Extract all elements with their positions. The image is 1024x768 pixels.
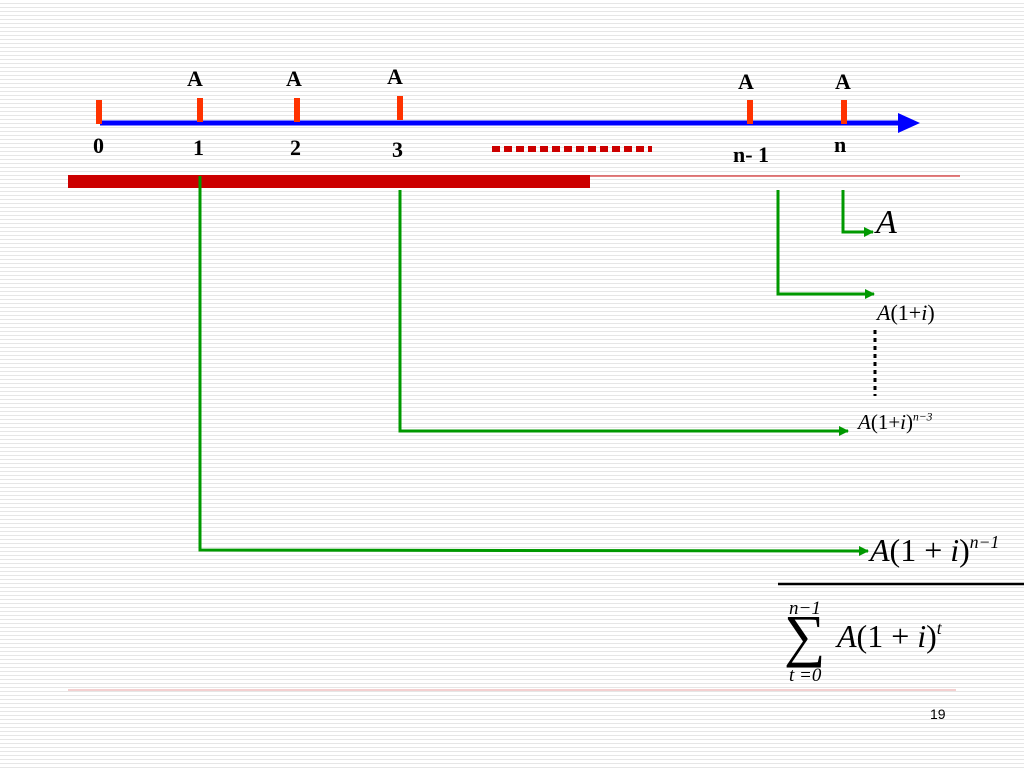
sum-term-rate: i — [917, 618, 927, 654]
time-axis — [100, 113, 920, 133]
flow-value-n-1-base: A — [877, 300, 891, 325]
payment-label-period-n: A — [835, 69, 851, 94]
sum-term-base: A — [837, 618, 857, 654]
period-label-n: n — [834, 132, 847, 157]
sum-lower-limit: t =0 — [789, 665, 822, 686]
flow-value-n-1-close: ) — [927, 300, 935, 325]
sum-term-close: ) — [926, 618, 937, 654]
flow-arrow-3 — [398, 190, 849, 436]
tick-period-n — [841, 100, 847, 124]
flow-value-1-base: A — [870, 532, 890, 568]
flow-value-n-base: A — [876, 204, 897, 241]
page-number: 19 — [930, 706, 946, 722]
sum-term-factor: (1 + — [856, 618, 918, 654]
flow-value-1-rate: i — [950, 532, 960, 568]
payment-label-period-3: A — [387, 64, 403, 89]
flow-value-3-close: ) — [906, 410, 914, 434]
red-bar — [68, 175, 590, 188]
flow-value-1-factor: (1 + — [889, 532, 951, 568]
payment-label-period-n-1: A — [738, 69, 754, 94]
flow-value-n: A — [876, 204, 897, 242]
flow-value-3-rate: i — [900, 410, 907, 434]
flow-value-1-close: ) — [959, 532, 970, 568]
flow-value-1-exponent: n−1 — [969, 531, 1000, 552]
tick-period-2 — [294, 98, 300, 122]
flow-arrow-n-1 — [776, 190, 875, 299]
tick-period-1 — [197, 98, 203, 122]
flow-value-n-1-rate: i — [921, 300, 928, 325]
sum-term-exponent: t — [936, 617, 942, 638]
flow-value-3-factor: (1+ — [870, 410, 901, 434]
tick-period-3 — [397, 96, 403, 120]
period-label-n-1: n- 1 — [733, 142, 770, 167]
flow-value-1: A(1 + i)n−1 — [870, 532, 999, 569]
flow-arrow-n — [841, 190, 874, 237]
flow-value-n-1-factor: (1+ — [890, 300, 922, 325]
flow-value-n-1: A(1+i) — [877, 300, 935, 326]
flow-value-3: A(1+i)n−3 — [858, 410, 932, 435]
tick-period-0 — [96, 100, 102, 124]
period-label-3: 3 — [392, 137, 403, 162]
period-label-1: 1 — [193, 135, 204, 160]
period-label-0: 0 — [93, 133, 104, 158]
tick-period-n-1 — [747, 100, 753, 124]
sum-term: A(1 + i)t — [837, 618, 942, 655]
period-label-2: 2 — [290, 135, 301, 160]
flow-value-3-base: A — [858, 410, 871, 434]
sum-upper-limit: n−1 — [789, 598, 821, 619]
sum-symbol: ∑ — [784, 603, 826, 668]
flow-value-3-exponent: n−3 — [913, 411, 933, 424]
payment-label-period-1: A — [187, 66, 203, 91]
payment-label-period-2: A — [286, 66, 302, 91]
flow-arrow-1 — [198, 176, 869, 556]
